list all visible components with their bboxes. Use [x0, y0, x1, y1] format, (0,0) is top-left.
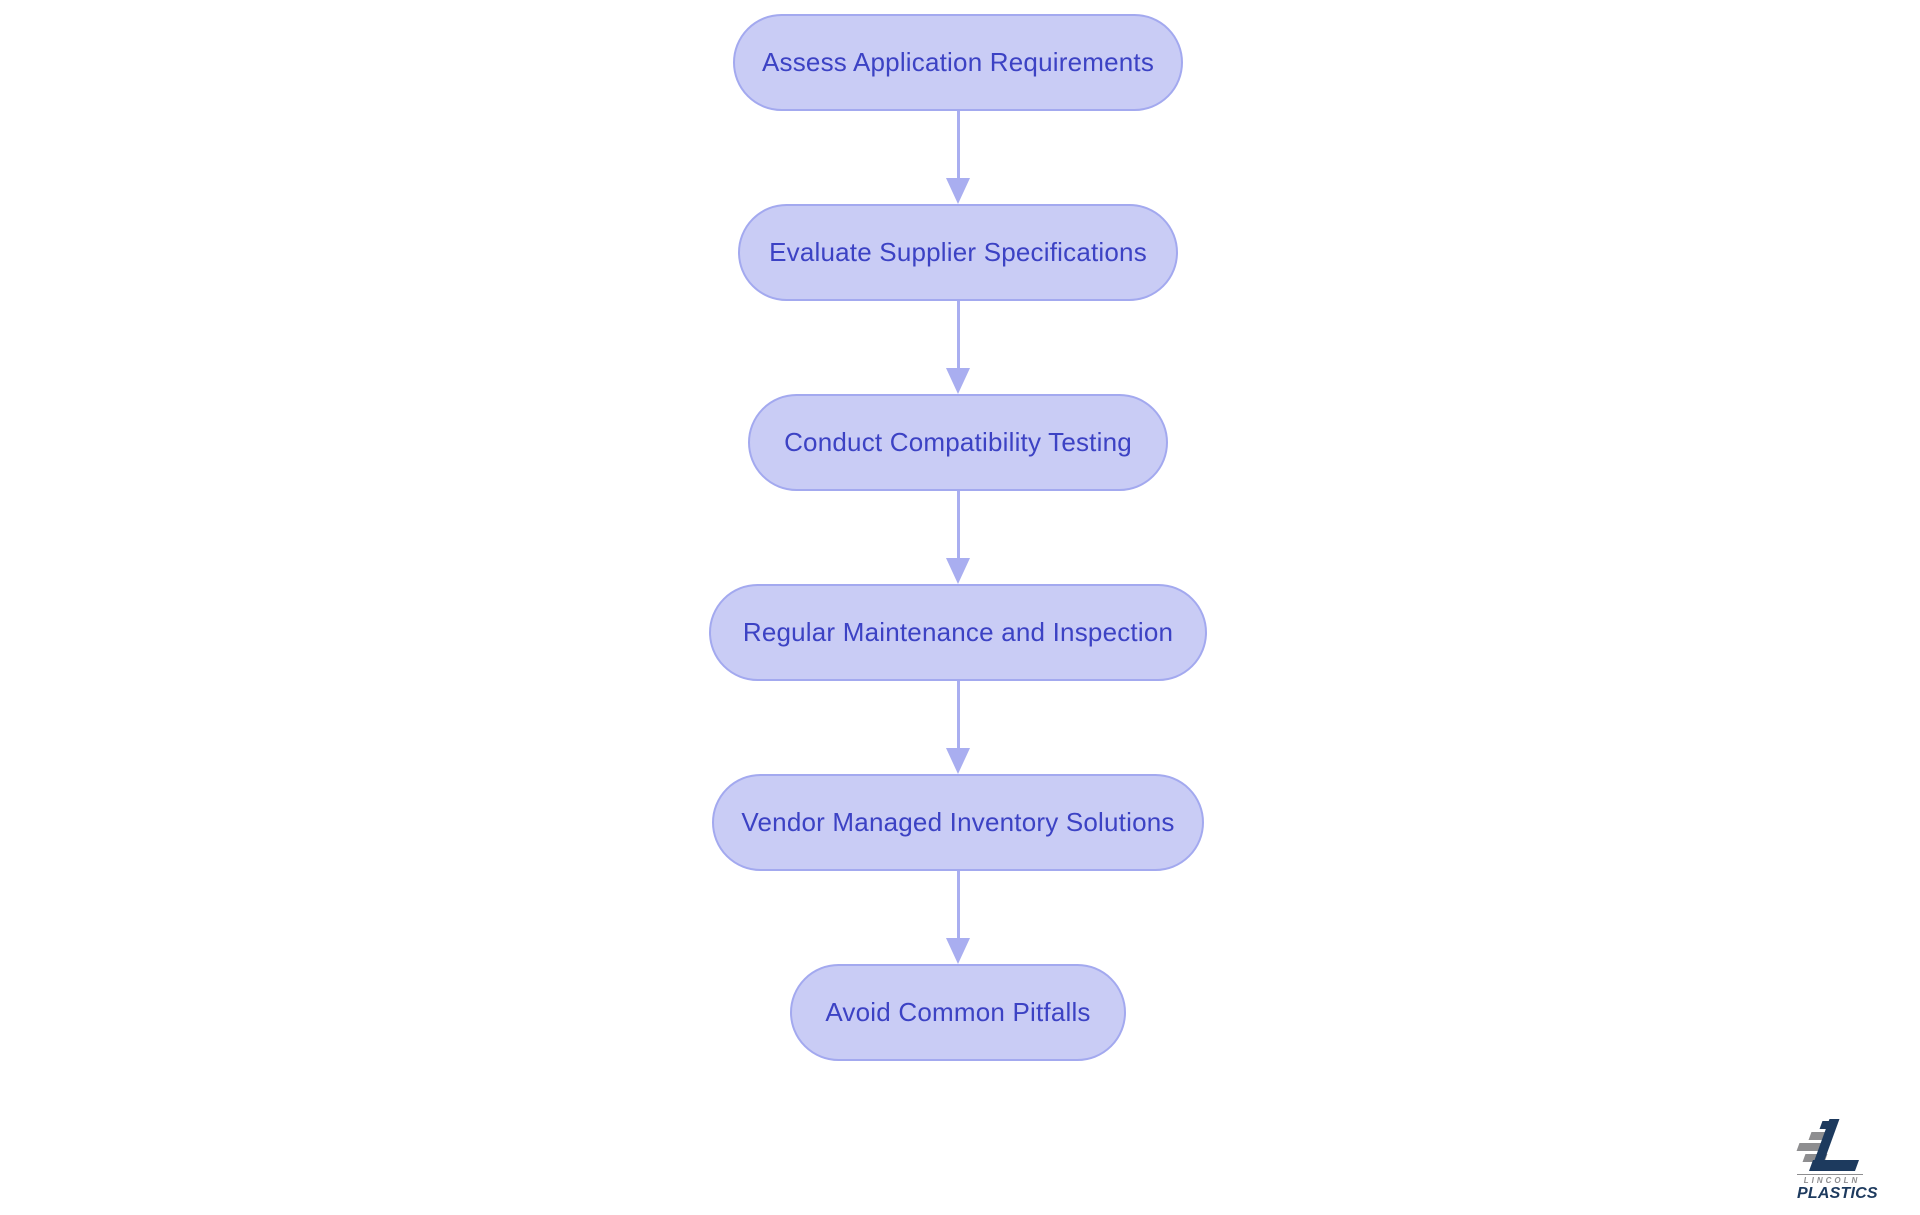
arrow-head-icon	[946, 938, 970, 964]
logo-letter-l-foot	[1808, 1160, 1860, 1171]
logo-divider	[1797, 1174, 1863, 1175]
arrow-line	[956, 681, 960, 748]
flow-node-conduct-compatibility-testing: Conduct Compatibility Testing	[748, 394, 1168, 491]
flow-node-label: Conduct Compatibility Testing	[784, 427, 1132, 457]
logo-text-lincoln: LINCOLN	[1803, 1176, 1861, 1185]
arrow-head-icon	[946, 368, 970, 394]
flow-node-assess-application-requirements: Assess Application Requirements	[733, 14, 1183, 111]
flow-node-regular-maintenance-and-inspection: Regular Maintenance and Inspection	[709, 584, 1207, 681]
lincoln-plastics-logo: LINCOLN PLASTICS	[1796, 1119, 1878, 1203]
flow-node-label: Evaluate Supplier Specifications	[769, 237, 1147, 267]
flow-node-evaluate-supplier-specifications: Evaluate Supplier Specifications	[738, 204, 1178, 301]
arrow-line	[956, 871, 960, 938]
arrow-line	[956, 111, 960, 178]
logo-text-plastics: PLASTICS	[1797, 1185, 1878, 1202]
flow-node-avoid-common-pitfalls: Avoid Common Pitfalls	[790, 964, 1126, 1061]
arrow-head-icon	[946, 178, 970, 204]
arrow-head-icon	[946, 748, 970, 774]
flow-arrow	[946, 491, 970, 584]
flow-node-label: Vendor Managed Inventory Solutions	[741, 807, 1175, 837]
flow-arrow	[946, 111, 970, 204]
arrow-head-icon	[946, 558, 970, 584]
flow-arrow	[946, 681, 970, 774]
flow-node-vendor-managed-inventory-solutions: Vendor Managed Inventory Solutions	[712, 774, 1204, 871]
flow-node-label: Regular Maintenance and Inspection	[742, 617, 1174, 647]
lincoln-plastics-logo-icon	[1796, 1119, 1863, 1171]
flow-arrow	[946, 871, 970, 964]
arrow-line	[956, 491, 960, 558]
flow-arrow	[946, 301, 970, 394]
flow-node-label: Assess Application Requirements	[761, 47, 1155, 77]
arrow-line	[956, 301, 960, 368]
flow-node-label: Avoid Common Pitfalls	[825, 997, 1091, 1027]
